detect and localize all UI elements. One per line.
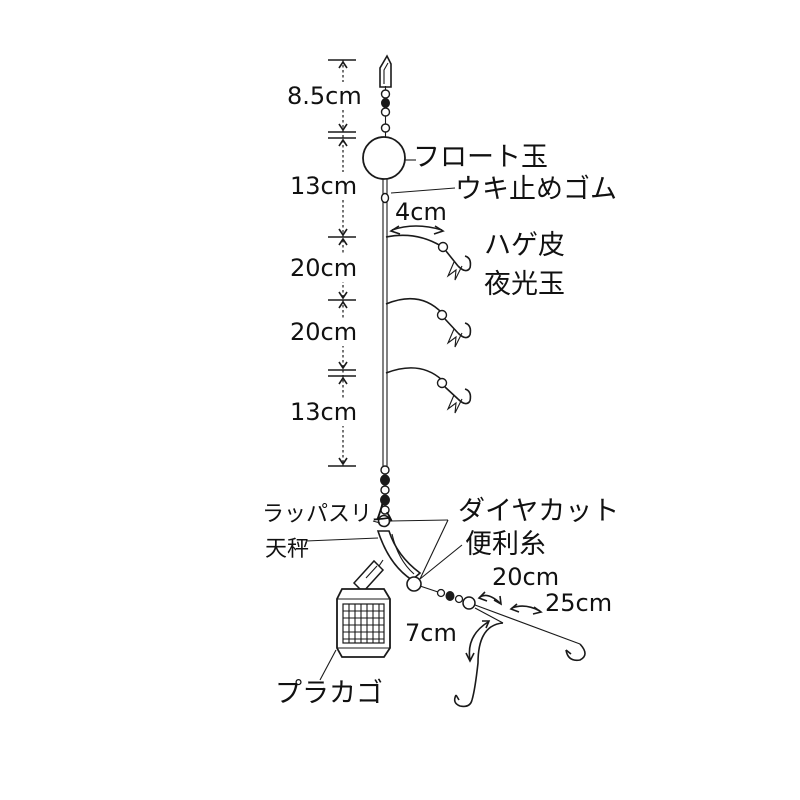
sinker-name-label: ラッパスリム [262,502,394,527]
branch-2 [385,297,472,348]
luminous-bead-label: 夜光玉 [484,269,565,300]
dimension-scale: 8.5cm 13cm 20cm 20cm 13cm [282,59,374,467]
dim-13cm-bottom: 13cm [290,398,357,426]
sinker-type-label: 天秤 [265,537,309,562]
branch-3 [385,367,472,414]
dim-4cm: 4cm [395,198,447,226]
dim-20cm-leader: 20cm [492,563,559,591]
top-snap-icon [379,54,392,133]
leader-type-1-label: ダイヤカット [458,496,619,527]
leader-type-2-label: 便利糸 [465,529,546,560]
dim-7cm-branch: 7cm [405,619,457,647]
float-stopper-label: ウキ止めゴム [455,174,617,205]
bottom-swivel-icon [377,465,391,528]
hook-branch-icon [453,694,473,708]
dim-13cm-top: 13cm [290,172,357,200]
lower-leader [419,585,581,701]
branch-length-indicator: 4cm [389,198,447,235]
lower-leader-dimensions: 20cm 25cm 7cm [405,563,612,663]
float-bead-label: フロート玉 [413,142,548,173]
branch-1 [385,234,472,281]
float-bead-icon [362,136,406,180]
sinker-arm-icon [376,530,422,592]
feeder-label: プラカゴ [275,678,383,709]
hook-skin-label: ハゲ皮 [484,230,565,261]
feeder-clip-icon [352,559,385,594]
float-stopper-icon [380,192,390,204]
dim-8-5cm: 8.5cm [287,82,362,110]
dim-20cm-b: 20cm [290,318,357,346]
dim-20cm-a: 20cm [290,254,357,282]
dim-25cm-leader: 25cm [545,589,612,617]
plastic-feeder-icon [336,588,391,658]
hook-end-icon [565,643,586,662]
